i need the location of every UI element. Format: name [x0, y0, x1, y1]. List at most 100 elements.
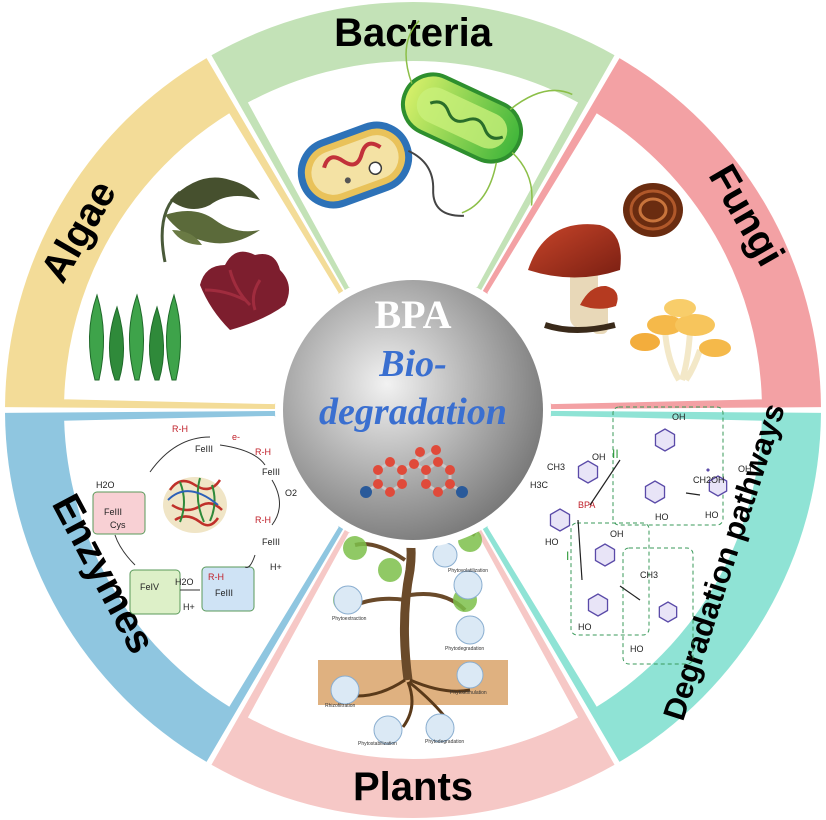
- process-bubble: [456, 661, 484, 689]
- oh-label-1: OH: [592, 452, 606, 462]
- enzyme-o2: O2: [285, 488, 297, 498]
- bpa-label: BPA: [578, 500, 595, 510]
- enzyme-proton-1: H+: [270, 562, 282, 572]
- red-seaweed-icon: [200, 251, 289, 330]
- center-disk: BPA Bio- degradation: [275, 272, 551, 548]
- enzyme-arrow-6: [114, 534, 136, 566]
- brown-seaweed-icon: [160, 177, 260, 263]
- molecule-atom: [431, 445, 441, 455]
- molecule-atom: [445, 479, 455, 489]
- center-subtitle-line2: degradation: [319, 391, 507, 433]
- benzene-ring: [577, 460, 599, 484]
- enzyme-water-2: H2O: [175, 577, 194, 587]
- green-kelp-icon: [89, 293, 181, 381]
- kelp-frond: [166, 293, 181, 381]
- benzene-ring: [708, 475, 728, 497]
- plant-label-3: Phytodegradation: [445, 646, 484, 652]
- center-disk-fill: [283, 280, 543, 540]
- enzyme-arrow-3: [271, 479, 280, 526]
- enzyme-water-1: H2O: [96, 480, 115, 490]
- enzyme-fe-iv: FeIV: [140, 582, 159, 592]
- process-bubble: [373, 715, 403, 745]
- enzyme-proton-2: H+: [183, 602, 195, 612]
- molecule-atom: [360, 486, 372, 498]
- enzyme-fe-3: FeIII: [262, 537, 280, 547]
- enzyme-electron: e-: [232, 432, 240, 442]
- process-bubble: [432, 542, 458, 568]
- enzyme-rh-2: R-H: [255, 447, 271, 457]
- bacterium-blue-icon: [297, 121, 464, 217]
- molecule-atom: [456, 486, 468, 498]
- bacteria-illustration: [297, 20, 573, 217]
- molecule-atom: [421, 479, 431, 489]
- process-bubble: [425, 713, 455, 743]
- fungi-illustration: [528, 183, 731, 382]
- molecule-atom: [433, 487, 443, 497]
- molecule-atom: [397, 465, 407, 475]
- pathway-arrow-ii: [589, 459, 621, 506]
- ho-label-1: HO: [545, 537, 559, 547]
- tree-leaf-cluster: [343, 536, 367, 560]
- benzene-ring: [706, 468, 710, 472]
- route-two-label: II: [612, 447, 619, 461]
- route-one-label: I: [566, 549, 569, 563]
- oyster-mushroom-icon: [630, 299, 731, 382]
- reishi-mushroom-icon: [623, 183, 683, 237]
- pathway-arrow-3: [685, 492, 701, 496]
- ho-label-3: HO: [705, 510, 719, 520]
- pathway-arrow-4: [619, 585, 641, 601]
- plant-label-1: Phytovolatilization: [448, 568, 488, 574]
- algae-illustration: [89, 177, 289, 381]
- plant-label-2: Phytoextraction: [332, 616, 367, 622]
- pathway-arrow-i: [577, 519, 583, 581]
- molecule-atom: [385, 487, 395, 497]
- red-mushroom-icon: [528, 224, 621, 334]
- benzene-ring: [654, 428, 676, 452]
- process-bubble: [455, 615, 485, 645]
- ch3-label-2: CH3: [640, 570, 658, 580]
- molecule-atom: [373, 479, 383, 489]
- oh-label-3: OH: [738, 464, 752, 474]
- molecule-atom: [385, 457, 395, 467]
- molecule-atom: [373, 465, 383, 475]
- enzyme-fe-1: FeIII: [195, 444, 213, 454]
- panel-degradation: [484, 413, 764, 710]
- process-bubble: [330, 675, 360, 705]
- enzyme-arrow-1: [149, 436, 211, 473]
- plant-label-4: Phytostimulation: [450, 690, 487, 696]
- ch2oh-label: CH2OH: [693, 475, 725, 485]
- enzyme-fe-4: FeIII: [215, 588, 233, 598]
- bacterium-green-icon: [400, 20, 573, 214]
- benzene-ring: [644, 480, 666, 504]
- process-bubble: [333, 585, 363, 615]
- kelp-frond: [129, 293, 144, 381]
- degradation-pathways-illustration: BPA I II H3C CH3 OH HO CH2OH OH OH HO HO…: [530, 406, 752, 665]
- ho-label-4: HO: [578, 622, 592, 632]
- enzyme-rh-4: R-H: [208, 572, 224, 582]
- benzene-ring: [658, 601, 678, 623]
- enzyme-cys: Cys: [110, 520, 126, 530]
- molecule-atom: [433, 457, 443, 467]
- molecule-atom: [445, 465, 455, 475]
- center-subtitle-line1: Bio-: [378, 343, 447, 385]
- plant-label-6: Phytostabilization: [358, 741, 397, 747]
- h3c-label: H3C: [530, 480, 549, 490]
- benzene-ring: [549, 508, 571, 532]
- oh-label-2: OH: [672, 412, 686, 422]
- kelp-frond: [108, 305, 125, 381]
- ho-label-2: HO: [655, 512, 669, 522]
- label-plants: Plants: [353, 765, 473, 809]
- molecule-atom: [397, 479, 407, 489]
- enzyme-rh-1: R-H: [172, 424, 188, 434]
- enzyme-arrow-2: [219, 444, 266, 466]
- plant-label-7: Phytodegradation: [425, 739, 464, 745]
- tree-leaf-cluster: [378, 558, 402, 582]
- panel-enzymes: [62, 413, 342, 710]
- plant-label-5: Rhizofiltration: [325, 703, 356, 709]
- benzene-ring: [594, 543, 616, 567]
- bpa-molecule-icon: [360, 445, 468, 498]
- center-title: BPA: [374, 292, 451, 337]
- protein-structure-icon: [163, 477, 227, 533]
- benzene-ring: [587, 593, 609, 617]
